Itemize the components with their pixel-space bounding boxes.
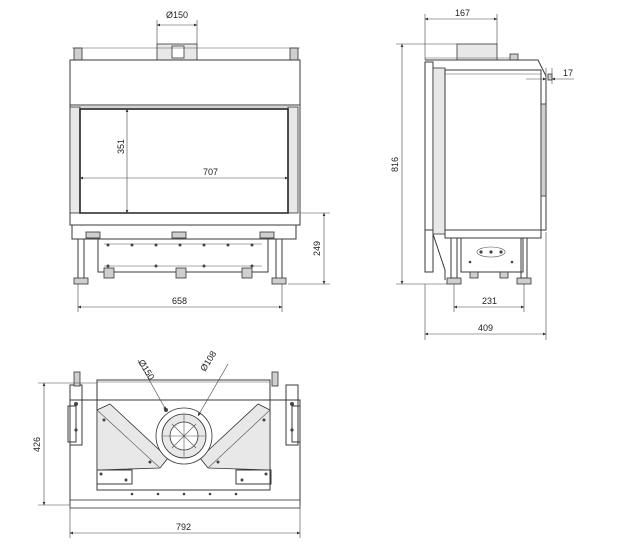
top-view: Ø150 Ø108 426 792 bbox=[32, 349, 301, 538]
front-base-width-label: 658 bbox=[172, 296, 187, 306]
side-view: 167 17 816 231 409 bbox=[390, 8, 574, 340]
front-leg-height-label: 249 bbox=[312, 241, 322, 256]
top-depth-label: 426 bbox=[32, 437, 42, 452]
front-opening-height-label: 351 bbox=[116, 139, 126, 154]
side-total-depth-label: 409 bbox=[478, 323, 493, 333]
front-view: Ø150 351 707 249 658 bbox=[69, 10, 330, 312]
top-width-label: 792 bbox=[176, 522, 191, 532]
side-rear-offset-label: 17 bbox=[563, 68, 573, 78]
front-opening-width-label: 707 bbox=[203, 167, 218, 177]
front-flue-diameter-label: Ø150 bbox=[166, 10, 188, 20]
side-total-height-label: 816 bbox=[390, 157, 400, 172]
top-inner-diameter-label: Ø108 bbox=[198, 349, 218, 373]
top-outer-diameter-label: Ø150 bbox=[136, 358, 156, 382]
side-leg-spacing-label: 231 bbox=[482, 296, 497, 306]
side-flue-depth-label: 167 bbox=[455, 8, 470, 18]
